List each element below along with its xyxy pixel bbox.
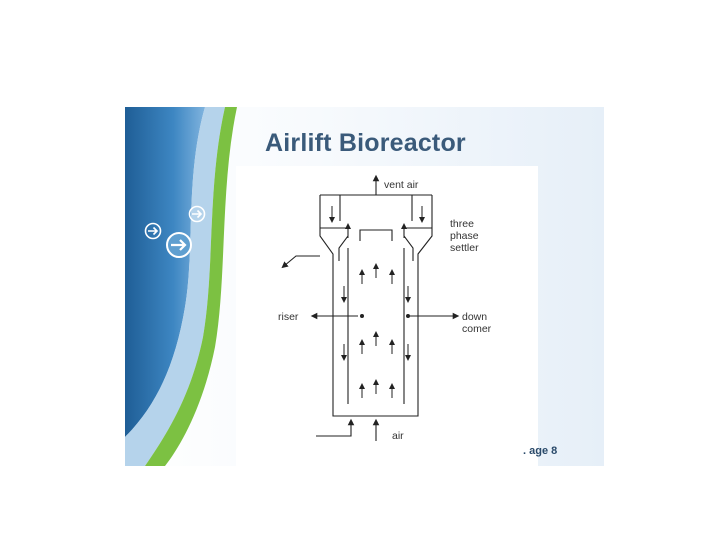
light-blue-swoosh — [125, 107, 225, 466]
settler-left — [320, 227, 349, 261]
label-riser: riser — [278, 311, 299, 323]
label-down: down — [462, 311, 487, 323]
diagram-panel: vent air three phase settler riser down … — [236, 166, 538, 466]
slide: Airlift Bioreactor — [125, 107, 604, 466]
settler-center — [359, 229, 393, 241]
arrow-circle-icon-small-2 — [144, 222, 162, 240]
page-number-text: age 8 — [529, 445, 558, 457]
vessel-head — [319, 195, 433, 417]
riser-dot — [360, 314, 364, 318]
arrow-circle-icon-small-1 — [188, 205, 206, 223]
liquid-outlet — [281, 255, 320, 269]
downcomer-dot — [406, 314, 410, 318]
label-comer: comer — [462, 323, 492, 335]
page-number-prefix: . — [523, 445, 527, 457]
green-swoosh — [145, 107, 237, 466]
airlift-bioreactor-diagram: vent air three phase settler riser down … — [278, 174, 492, 442]
label-three: three — [450, 218, 474, 230]
label-air: air — [392, 430, 404, 442]
air-inlet-left — [316, 418, 355, 437]
label-phase: phase — [450, 230, 479, 242]
slide-title: Airlift Bioreactor — [265, 129, 466, 157]
flow-arrows — [329, 206, 425, 398]
label-settler: settler — [450, 242, 479, 254]
blue-swoosh — [125, 107, 205, 437]
page-number: . age 8 — [523, 445, 557, 457]
slide-background — [125, 107, 237, 466]
label-vent-air: vent air — [384, 179, 419, 191]
arrow-circle-icon-large — [166, 232, 192, 258]
